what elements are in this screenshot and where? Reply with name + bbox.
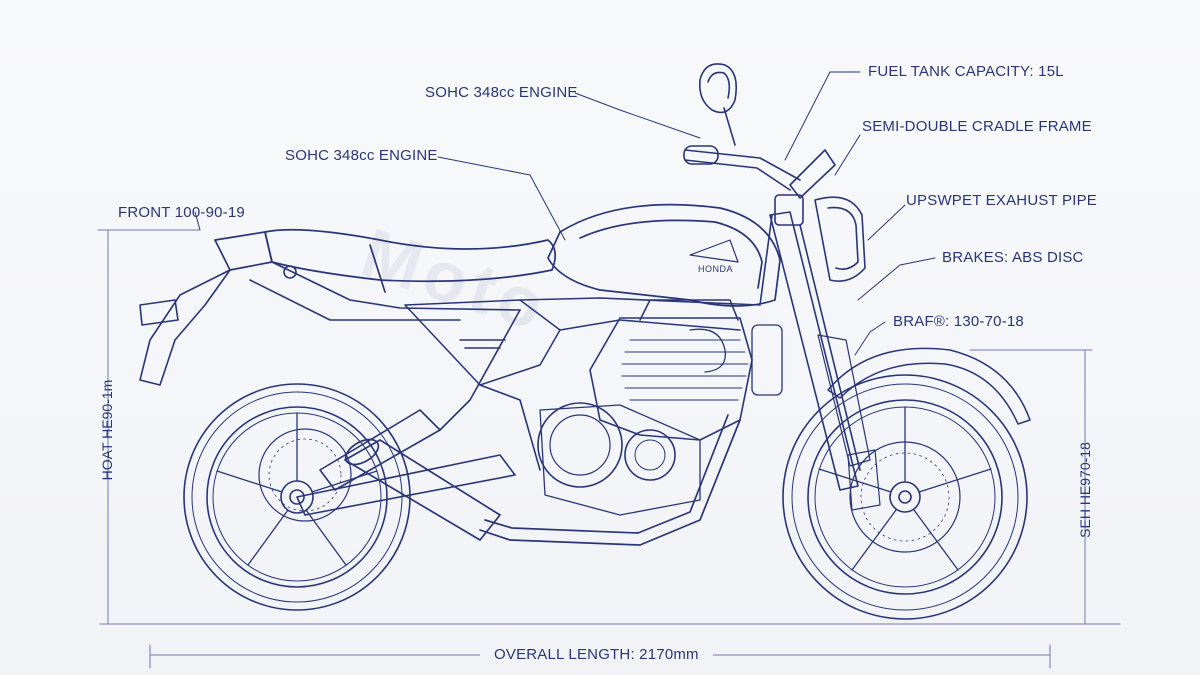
rear-wheel <box>183 383 411 611</box>
tail-section <box>139 261 521 386</box>
label-overall-length: OVERALL LENGTH: 2170mm <box>480 646 713 664</box>
label-left-height: HOAT HE90-1m <box>99 379 115 481</box>
label-rear-tire: BRAF®: 130-70-18 <box>893 313 1024 330</box>
exhaust <box>344 414 741 546</box>
overall-length-text: OVERALL LENGTH: 2170mm <box>494 646 699 663</box>
engine <box>537 299 783 516</box>
label-frame: SEMI-DOUBLE CRADLE FRAME <box>862 118 1092 135</box>
label-engine-top: SOHC 348cc ENGINE <box>425 84 578 101</box>
label-exhaust: UPSWPET EXAHUST PIPE <box>906 192 1097 209</box>
label-right-height: SEH HE970-18 <box>1077 442 1093 538</box>
seat <box>214 228 557 293</box>
headlight <box>789 149 866 282</box>
fuel-tank <box>547 203 781 307</box>
side-panel <box>404 299 561 386</box>
label-front-tire: FRONT 100-90-19 <box>118 204 245 221</box>
label-engine: SOHC 348cc ENGINE <box>285 147 438 164</box>
tank-logo: HONDA <box>698 264 734 274</box>
label-fuel-tank: FUEL TANK CAPACITY: 15L <box>868 63 1064 80</box>
front-fork <box>769 194 871 491</box>
handlebar <box>683 63 801 191</box>
leader-lines <box>194 71 936 356</box>
frame <box>439 214 773 471</box>
front-fender <box>827 347 1031 425</box>
label-brakes: BRAKES: ABS DISC <box>942 249 1084 266</box>
swingarm <box>296 409 516 516</box>
front-wheel <box>782 374 1028 620</box>
